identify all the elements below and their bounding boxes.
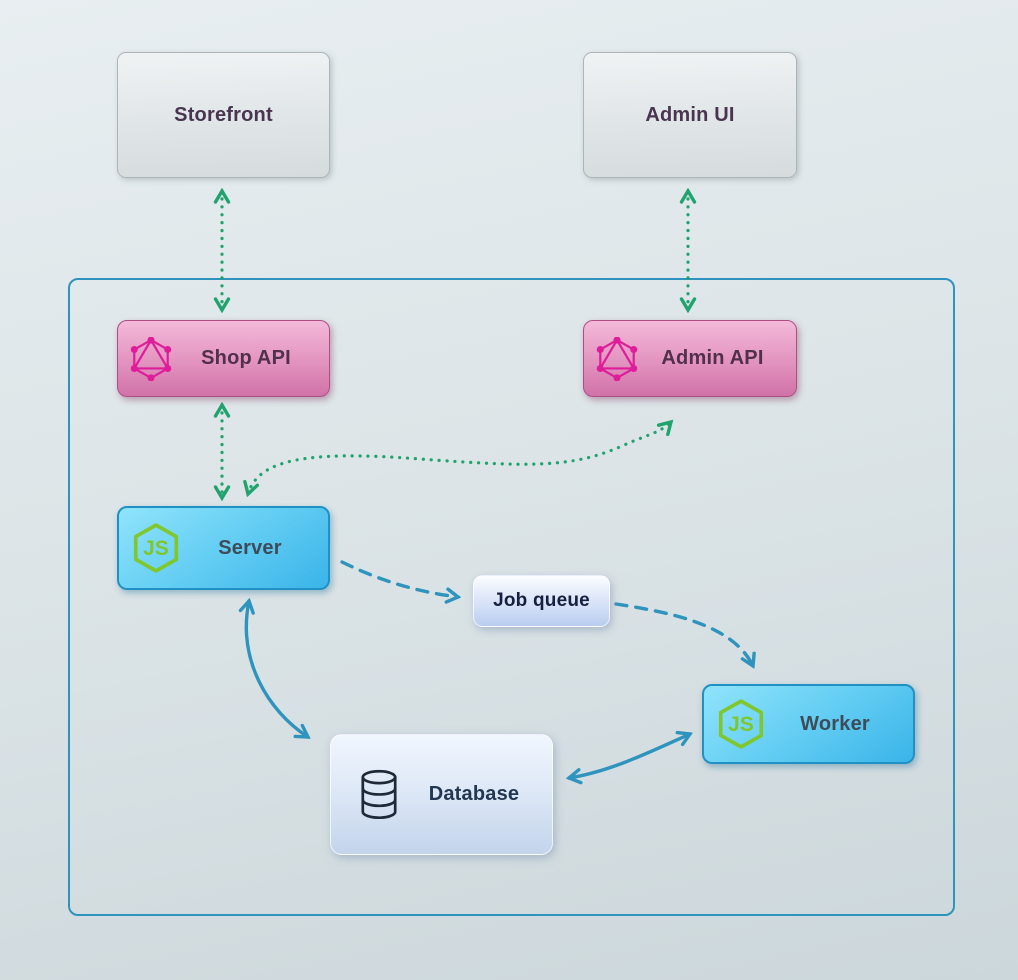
node-label: Job queue xyxy=(493,590,590,611)
node-label: Worker xyxy=(800,712,870,735)
database-icon xyxy=(361,769,397,819)
node-label: Shop API xyxy=(201,347,291,369)
node-database: Database xyxy=(330,734,553,855)
server-boundary-frame xyxy=(68,278,955,916)
node-shop-api: Shop API xyxy=(117,320,330,397)
node-label: Database xyxy=(428,783,520,805)
node-job-queue: Job queue xyxy=(473,575,610,627)
graphql-icon xyxy=(130,336,172,381)
node-label: Admin API xyxy=(661,347,764,369)
node-server: JS Server xyxy=(117,506,330,590)
node-admin-ui: Admin UI xyxy=(583,52,797,178)
node-label: Server xyxy=(218,536,282,559)
graphql-icon xyxy=(596,336,638,381)
svg-text:JS: JS xyxy=(728,713,754,736)
node-admin-api: Admin API xyxy=(583,320,797,397)
node-label: Storefront xyxy=(174,103,273,126)
svg-text:JS: JS xyxy=(143,537,169,560)
node-label: Admin UI xyxy=(645,103,735,126)
nodejs-icon: JS xyxy=(133,523,179,573)
node-storefront: Storefront xyxy=(117,52,330,178)
node-worker: JS Worker xyxy=(702,684,915,764)
nodejs-icon: JS xyxy=(718,699,764,749)
